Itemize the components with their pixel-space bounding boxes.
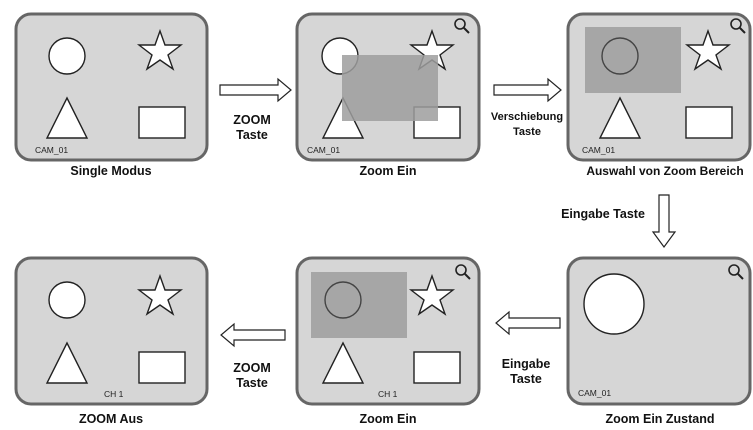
rectangle-shape [413,351,461,384]
zoom-area-overlay [311,272,407,338]
zoom-area-overlay [585,27,681,93]
rectangle-shape [685,106,733,139]
triangle-shape [598,96,642,139]
circle-shape [48,281,86,319]
zoom-area-overlay [342,55,438,121]
circle-shape [601,37,639,75]
magnifier-icon [728,264,744,280]
magnifier-icon [730,18,746,34]
camera-label: CH 1 [378,389,398,399]
camera-label: CAM_01 [578,388,611,398]
triangle-shape [321,341,365,384]
arrow-label-enter: Eingabe [502,357,551,371]
circle-shape [48,37,86,75]
screen-zoom-area-select: CAM_01 [566,12,752,162]
triangle-shape [45,341,89,384]
arrow-label-taste: Taste [236,376,268,390]
star-shape [136,273,184,316]
magnifier-icon [454,18,470,34]
arrow-label-zoom: ZOOM [233,361,271,375]
arrow-label-taste: Taste [236,128,268,142]
camera-label: CAM_01 [582,145,615,155]
arrow-label-enter: Eingabe Taste [561,207,645,221]
magnifier-icon [455,264,471,280]
circle-shape [324,281,362,319]
arrow-left-icon [220,322,286,348]
rectangle-shape [138,106,186,139]
arrow-left-icon [495,310,561,336]
camera-label: CAM_01 [35,145,68,155]
screen-zoom-on-state: CAM_01 [566,256,752,406]
caption-zoom-area-select: Auswahl von Zoom Bereich [586,164,743,178]
caption-single-mode: Single Modus [70,164,151,178]
caption-zoom-on-state: Zoom Ein Zustand [605,412,714,426]
arrow-right-icon [219,77,292,103]
arrow-label-zoom: ZOOM [233,113,271,127]
arrow-down-icon [651,194,677,249]
caption-zoom-off: ZOOM Aus [79,412,143,426]
arrow-right-icon [493,77,562,103]
camera-label: CAM_01 [307,145,340,155]
screen-zoom-on: CAM_01 [295,12,481,162]
arrow-label-shift: Verschiebung [491,111,563,123]
star-shape [408,273,456,316]
screen-zoom-on-ch1: CH 1 [295,256,481,406]
caption-zoom-on: Zoom Ein [360,164,417,178]
screen-zoom-off: CH 1 [14,256,209,406]
arrow-label-taste: Taste [510,372,542,386]
rectangle-shape [138,351,186,384]
arrow-label-taste: Taste [513,126,541,138]
screen-single-mode: CAM_01 [14,12,209,162]
camera-label: CH 1 [104,389,124,399]
star-shape [136,28,184,71]
circle-shape [583,273,645,335]
caption-zoom-on-ch1: Zoom Ein [360,412,417,426]
triangle-shape [45,96,89,139]
star-shape [684,28,732,71]
